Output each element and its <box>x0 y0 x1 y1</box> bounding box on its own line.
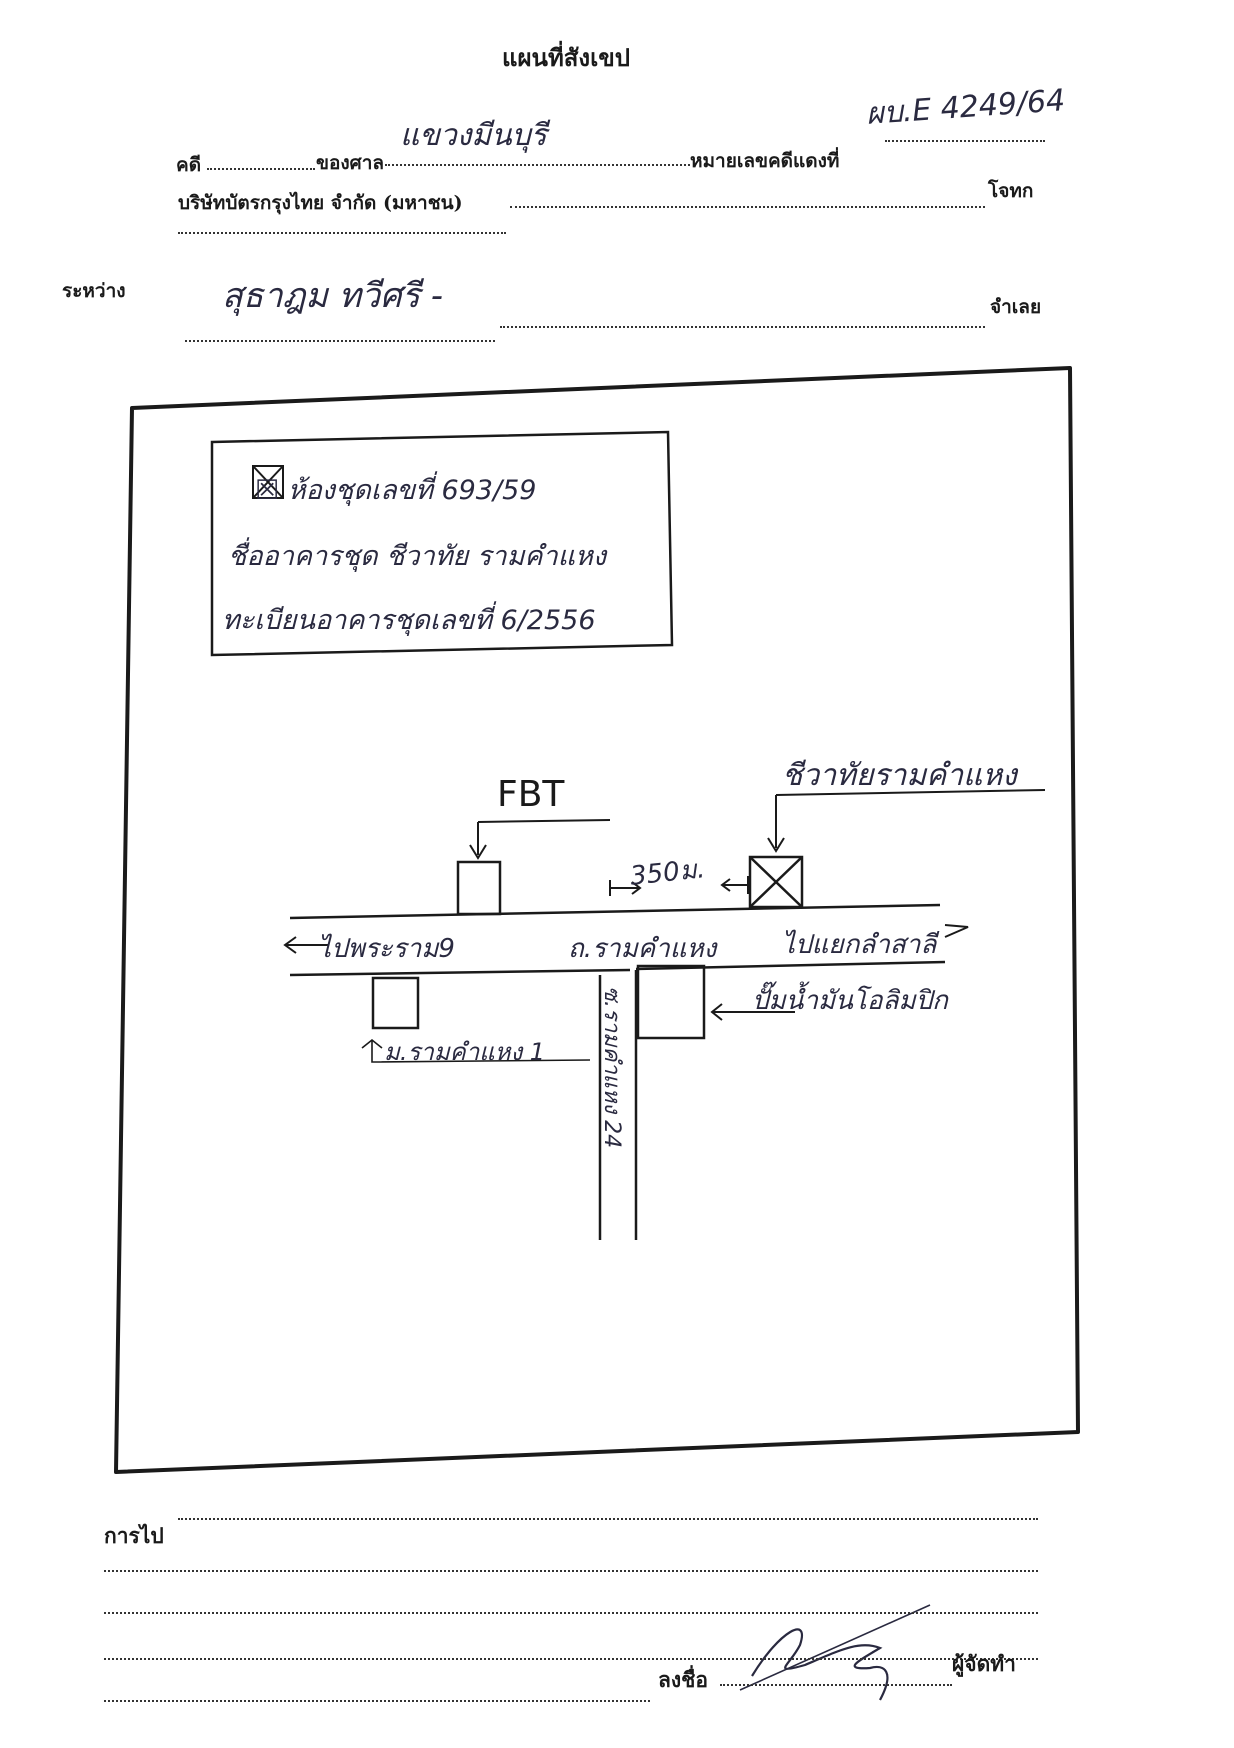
directions-line-5 <box>104 1700 650 1702</box>
university-label-frame <box>371 1040 591 1063</box>
case-dotted-line <box>207 168 315 170</box>
defendant-dotted-line <box>500 326 985 328</box>
legend-checkbox-icon <box>252 465 284 499</box>
plaintiff-dotted-line <box>510 206 985 208</box>
distance-marker <box>609 880 642 896</box>
directions-line-2 <box>104 1570 1038 1572</box>
plaintiff-name: บริษัทบัตรกรุงไทย จำกัด (มหาชน) <box>178 192 463 214</box>
target-building <box>748 855 804 909</box>
case-label: คดี <box>176 154 202 176</box>
court-name: แขวงมีนบุรี <box>400 118 547 153</box>
left-arrow-icon <box>283 936 328 954</box>
red-case-dotted-line <box>885 140 1045 142</box>
defendant-underline <box>185 340 495 342</box>
court-dotted-line <box>385 164 690 166</box>
target-pointer <box>767 795 785 853</box>
fbt-label: FBT <box>497 774 565 815</box>
distance-label: 350ม. <box>628 854 707 892</box>
plaintiff-role: โจทก <box>988 180 1034 202</box>
target-label: ชีวาทัยรามคำแหง <box>782 758 1017 793</box>
directions-line-4 <box>104 1658 1038 1660</box>
preparer-label: ผู้จัดทำ <box>952 1651 1016 1676</box>
map-frame <box>114 366 1080 1474</box>
right-shop-label: ปั๊มน้ำมันโอลิมปิก <box>752 986 948 1016</box>
plaintiff-underline <box>178 232 506 234</box>
fbt-pointer <box>469 822 487 860</box>
signature-scribble <box>751 1628 889 1701</box>
road-main-label: ถ.รามคำแหง <box>568 934 717 964</box>
legend-line-1: ☒ ห้องชุดเลขที่ 693/59 <box>255 475 537 506</box>
directions-label: การไป <box>104 1523 164 1548</box>
main-road-bottom-edge <box>289 968 631 977</box>
right-arrow-icon <box>944 924 969 938</box>
court-label: ของศาล <box>316 152 385 174</box>
university-label: ม.รามคำแหง 1 <box>384 1038 546 1066</box>
defendant-name: สุธาฎม ทวีศรี - <box>222 276 444 316</box>
gas-station-building <box>636 964 706 1040</box>
directions-line-3 <box>104 1612 1038 1614</box>
defendant-role: จำเลย <box>990 296 1042 318</box>
road-right-label: ไปแยกลำสาลี <box>782 930 937 960</box>
page-title: แผนที่สังเขป <box>502 43 630 72</box>
fbt-building <box>456 860 502 916</box>
main-road-top-edge <box>289 903 941 920</box>
between-label: ระหว่าง <box>62 280 126 302</box>
sign-label: ลงชื่อ <box>658 1667 708 1692</box>
university-building <box>371 976 420 1030</box>
road-left-label: ไปพระราม9 <box>318 934 455 964</box>
legend-line-2: ชื่ออาคารชุด ชีวาทัย รามคำแหง <box>228 541 606 572</box>
gas-station-pointer <box>710 1003 795 1021</box>
legend-box <box>210 430 674 657</box>
red-case-label: หมายเลขคดีแดงที่ <box>690 150 840 172</box>
soi-label: ซ.รามคำแหง 24 <box>599 986 624 1149</box>
legend-line-3: ทะเบียนอาคารชุดเลขที่ 6/2556 <box>222 605 596 636</box>
directions-line-1 <box>178 1518 1038 1520</box>
signature-line <box>720 1684 952 1686</box>
